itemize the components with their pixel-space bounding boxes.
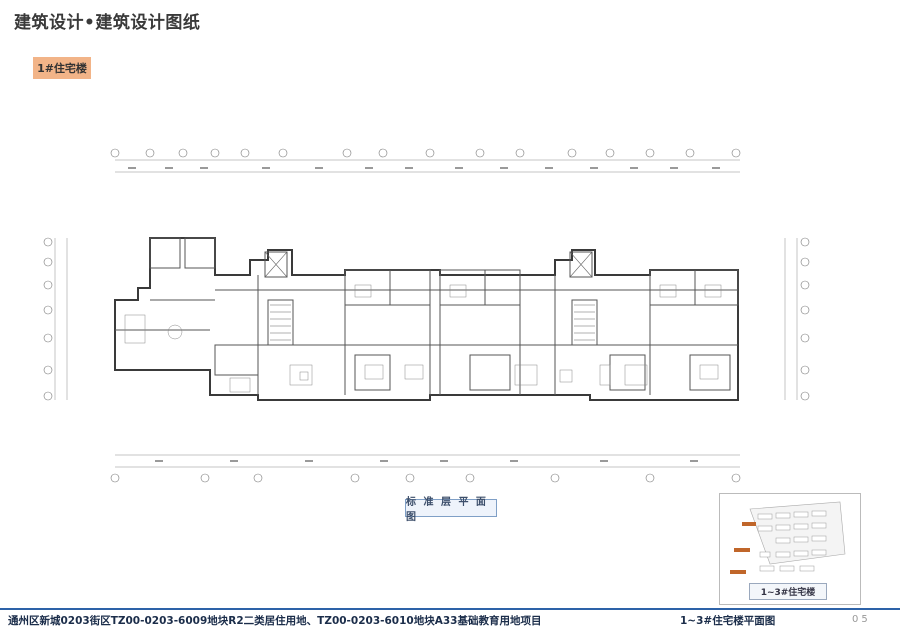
project-name: 通州区新城0203街区TZ00-0203-6009地块R2二类居住用地、TZ00…: [8, 615, 542, 627]
floor-plan-drawing: [43, 148, 810, 483]
plan-caption: 标 准 层 平 面 图: [405, 497, 497, 523]
building-tag: 1#住宅楼: [33, 57, 91, 79]
page-number: 05: [852, 614, 871, 625]
footer-divider: [0, 608, 900, 610]
drawing-title: 1~3#住宅楼平面图: [680, 615, 776, 627]
key-map-label: 1~3#住宅楼: [749, 583, 827, 600]
site-key-map: [719, 493, 861, 605]
key-map-graphic: [730, 501, 846, 574]
page-title: 建筑设计•建筑设计图纸: [14, 13, 201, 33]
